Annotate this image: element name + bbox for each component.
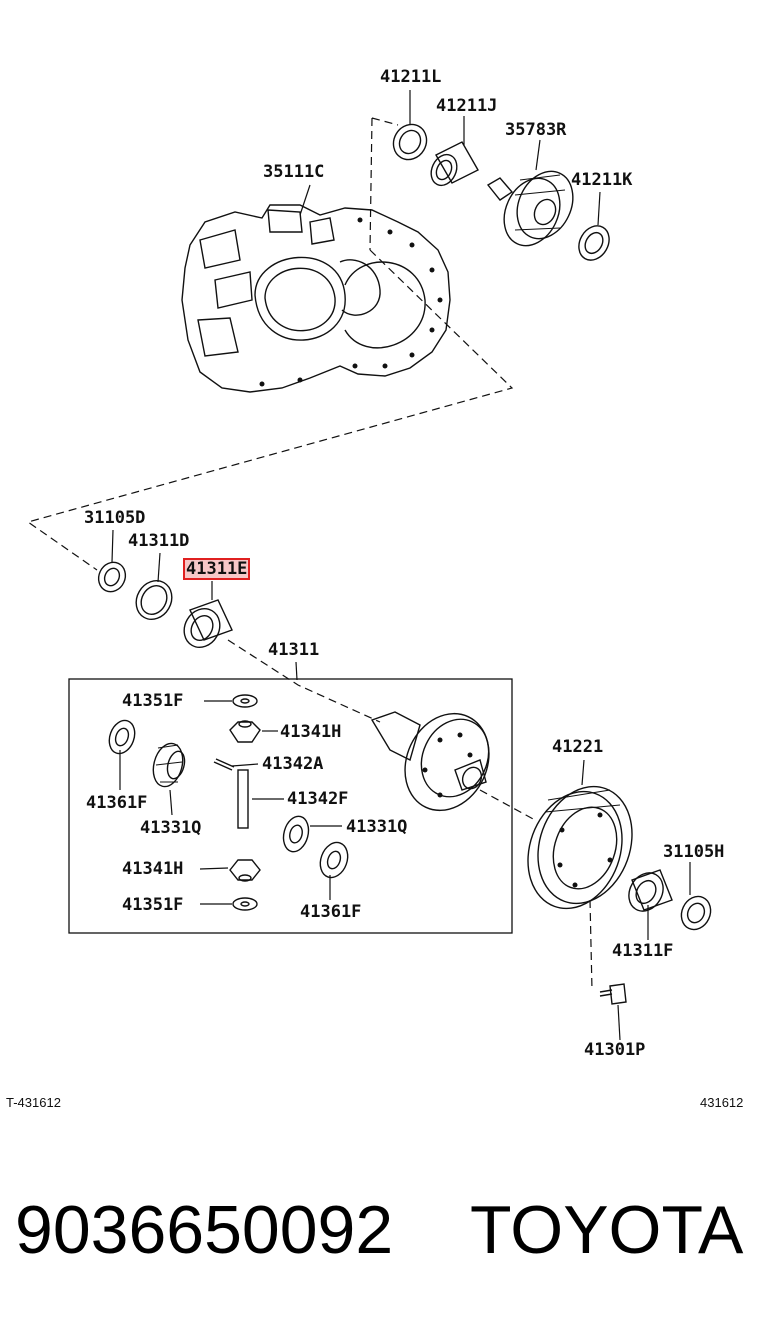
- label-41351F-bottom[interactable]: 41351F: [122, 895, 184, 915]
- label-41311E-highlighted[interactable]: 41311E: [183, 558, 251, 580]
- bolt-41301P-drawing: [599, 983, 627, 1005]
- washer-41351F-bottom-drawing: [232, 897, 258, 911]
- gear-41331Q-right-drawing: [282, 815, 310, 853]
- label-41342F[interactable]: 41342F: [287, 789, 349, 809]
- leader-lines: [111, 90, 691, 1041]
- pinion-41341H-top-drawing: [229, 720, 261, 743]
- bearing-41311E-drawing: [183, 599, 233, 648]
- washer-41351F-top-drawing: [232, 694, 258, 708]
- shim-41311D-drawing: [135, 580, 173, 620]
- gear-35783R-drawing: [486, 170, 574, 247]
- label-41341H-top[interactable]: 41341H: [280, 722, 342, 742]
- shaft-41342F-drawing: [237, 769, 249, 829]
- bearing-41211J-drawing: [430, 141, 479, 187]
- label-41331Q-left[interactable]: 41331Q: [140, 818, 202, 838]
- label-41342A[interactable]: 41342A: [262, 754, 324, 774]
- gear-41331Q-left-drawing: [152, 742, 186, 788]
- label-31105H[interactable]: 31105H: [663, 842, 725, 862]
- diagram-code-right: 431612: [700, 1095, 744, 1110]
- ring-gear-41221-drawing: [527, 785, 633, 910]
- seal-31105H-drawing: [680, 895, 712, 931]
- label-41211K[interactable]: 41211K: [571, 170, 633, 190]
- label-31105D[interactable]: 31105D: [84, 508, 146, 528]
- label-35111C[interactable]: 35111C: [263, 162, 325, 182]
- label-41311F[interactable]: 41311F: [612, 941, 674, 961]
- label-41211J[interactable]: 41211J: [436, 96, 498, 116]
- label-41331Q-right[interactable]: 41331Q: [346, 817, 408, 837]
- label-41311D[interactable]: 41311D: [128, 531, 190, 551]
- brand-name: TOYOTA: [470, 1192, 744, 1268]
- parts-diagram: [26, 90, 712, 1041]
- label-41311[interactable]: 41311: [268, 640, 320, 660]
- part-number: 9036650092: [15, 1192, 394, 1268]
- dashed-guide-lines: [26, 117, 593, 991]
- washer-41361F-right-drawing: [319, 841, 349, 879]
- seal-31105D-drawing: [97, 561, 127, 593]
- label-41341H-bottom[interactable]: 41341H: [122, 859, 184, 879]
- diagram-code-left: T-431612: [6, 1095, 61, 1110]
- bearing-41211K-drawing: [578, 225, 610, 261]
- pin-41342A-drawing: [213, 758, 235, 771]
- washer-41361F-left-drawing: [108, 719, 136, 755]
- differential-case-drawing: [370, 711, 490, 812]
- label-41361F-left[interactable]: 41361F: [86, 793, 148, 813]
- label-41211L[interactable]: 41211L: [380, 67, 442, 87]
- differential-parts-box: [68, 678, 513, 934]
- seal-41211L-drawing: [392, 123, 428, 161]
- label-41221[interactable]: 41221: [552, 737, 604, 757]
- bearing-41311F-drawing: [628, 869, 673, 912]
- pinion-41341H-bottom-drawing: [229, 859, 261, 882]
- label-41361F-right[interactable]: 41361F: [300, 902, 362, 922]
- label-35783R[interactable]: 35783R: [505, 120, 567, 140]
- transaxle-case-drawing: [181, 204, 451, 393]
- label-41351F-top[interactable]: 41351F: [122, 691, 184, 711]
- label-41301P[interactable]: 41301P: [584, 1040, 646, 1060]
